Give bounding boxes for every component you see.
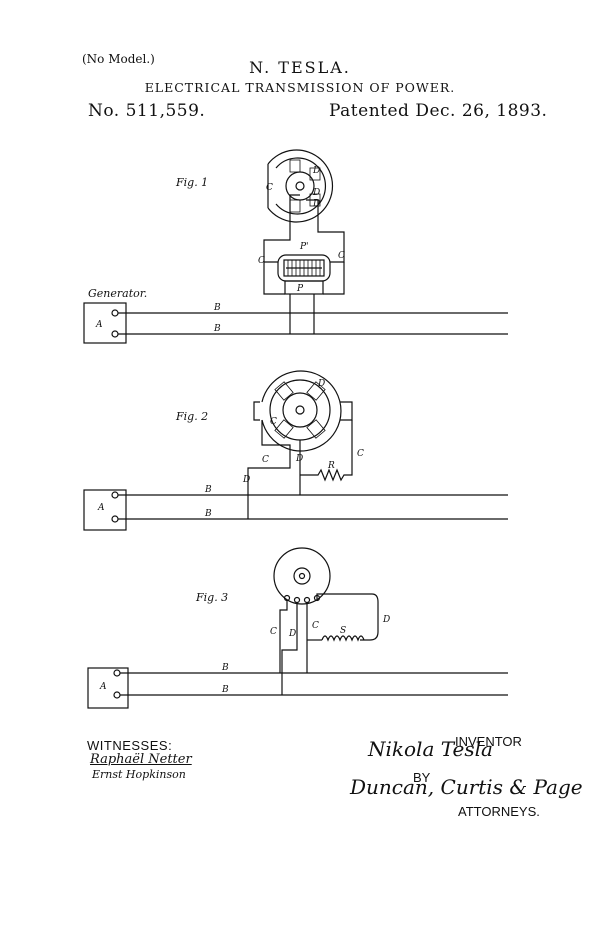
fig2-circuit-wire [247,420,291,519]
fig3-circuit-wire [279,600,288,673]
fig1-label: Fig. 1 [175,176,208,189]
fig3-coil-label: S [340,626,346,636]
fig2-line-label-bottom: B [204,509,212,519]
fig1-circuit-wire-c [306,199,345,263]
fig2-circuit-letter: C [357,449,364,459]
fig2-resistance-label: R [327,461,335,471]
fig1-generator-letter: A [95,320,103,330]
fig3-label: Fig. 3 [195,591,228,604]
fig1-secondary-label: P' [299,242,309,252]
witnesses-label: WITNESSES: [87,738,173,753]
figure-2: Fig. 2 A B B D D D C C C R [83,370,508,531]
fig2-coil-letter: D [242,475,250,485]
fig1-motor [267,149,334,223]
fig2-label: Fig. 2 [175,410,208,423]
fig2-generator-box [83,489,127,531]
fig2-motor [253,370,353,452]
fig3-generator-box [87,667,129,709]
fig2-coil-letter: D [317,379,325,389]
fig1-coil-letter: D [312,166,320,176]
fig3-line-label-top: B [221,663,229,673]
fig1-circuit-wire [323,262,345,295]
patent-number: No. 511,559. [88,101,206,121]
fig2-line-label-top: B [204,485,212,495]
invention-title: ELECTRICAL TRANSMISSION OF POWER. [144,80,456,95]
fig3-self-induction-coil [321,635,365,642]
fig2-generator-terminal [111,491,119,499]
fig1-generator-label: Generator. [88,287,147,300]
fig3-circuit-wire [281,602,298,695]
fig3-generator-letter: A [99,682,107,692]
fig3-motor [273,547,331,605]
fig1-circuit-letter: C [338,251,345,261]
fig3-circuit-letter: C [270,627,277,637]
patent-date: Patented Dec. 26, 1893. [329,101,548,121]
inventor-name-heading: N. TESLA. [249,58,351,77]
fig3-circuit-wire [316,593,379,641]
inventor-label: INVENTOR [455,734,522,749]
fig2-coil-letter: D [295,454,303,464]
fig2-resistance [300,468,345,482]
fig1-primary-label: P [296,284,304,294]
fig3-circuit-letter: C [312,621,319,631]
fig3-circuit-letter: D [288,629,296,639]
fig3-circuit-letter: D [382,615,390,625]
fig2-generator-terminal [111,515,119,523]
fig2-circuit-wire [345,420,353,476]
attorneys-signature: Duncan, Curtis & Page [350,775,583,799]
fig1-transformer [277,254,331,295]
witness-signature-2: Ernst Hopkinson [92,768,186,781]
fig1-line-label-top: B [213,303,221,313]
attorneys-label: ATTORNEYS. [458,804,540,819]
fig1-generator-terminal [111,309,119,317]
by-label: BY [413,770,431,785]
fig2-circuit-letter: C [262,455,269,465]
fig3-generator-terminal [113,691,121,699]
fig1-coil-letter: D [312,199,320,209]
witness-signature-1: Raphaël Netter [90,752,192,767]
no-model-note: (No Model.) [82,52,155,66]
fig1-line-label-bottom: B [213,324,221,334]
fig1-coil-letter: D [312,188,320,198]
figure-1: Fig. 1 Generator. A B B D D D C C C P' P [83,149,508,344]
fig1-circuit-wire-c [263,194,300,263]
fig3-generator-terminal [113,669,121,677]
fig2-circuit-letter: C [270,417,277,427]
fig1-generator-terminal [111,330,119,338]
fig1-generator-box [83,302,127,344]
inventor-signature: Nikola Tesla [368,737,493,761]
fig3-line-label-bottom: B [221,685,229,695]
figure-3: Fig. 3 A B B C D C D S [87,547,508,709]
fig1-circuit-letter: C [266,183,273,193]
fig1-circuit-wire [263,262,285,295]
fig1-circuit-letter: C [258,256,265,266]
fig2-generator-letter: A [97,503,105,513]
